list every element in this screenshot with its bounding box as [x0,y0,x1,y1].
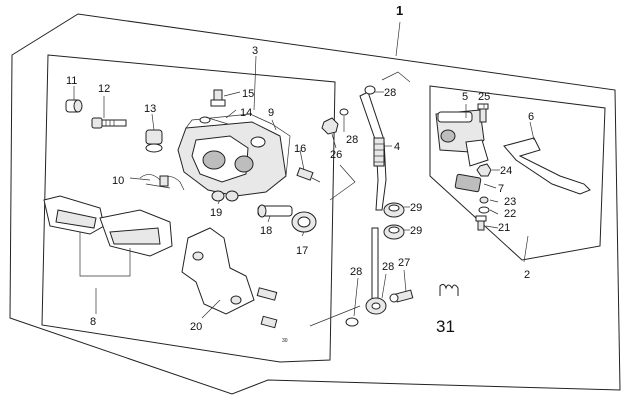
screw-21 [475,215,487,231]
caliper-bolt-16 [296,167,321,183]
brake-rod-4 [359,91,387,211]
callout-29-lower: 29 [410,225,422,237]
washer-22 [478,206,490,214]
callout-15: 15 [242,88,254,100]
assembly-1-outline [9,13,621,395]
callout-1: 1 [396,3,403,18]
master-cylinder-5 [435,109,489,167]
callout-8: 8 [90,316,96,328]
nut-24 [476,163,492,177]
callout-17: 17 [296,245,308,257]
callout-29-upper: 29 [410,202,422,214]
bleeder-cap [199,116,229,125]
callout-3: 3 [252,45,258,57]
callout-12: 12 [98,83,110,95]
spring-clip-10 [139,174,185,191]
washer-23 [479,196,489,204]
callout-6: 6 [528,111,534,123]
brake-lever-6 [503,137,591,195]
callout-10: 10 [112,175,124,187]
callout-26: 26 [330,149,342,161]
screw-25 [477,103,489,123]
switch-7 [454,173,482,193]
separator-line [381,71,411,83]
callout-23: 23 [504,196,516,208]
brake-pads-8 [43,195,173,277]
caliper-body [177,113,291,197]
washer-28-top [364,85,376,95]
callout-11: 11 [66,75,77,87]
bushing-29-upper [383,202,405,218]
caliper-bracket-20 [181,227,278,329]
separator-line [309,305,361,327]
leader-lines [73,21,535,319]
callout-28-left: 28 [350,266,362,278]
callout-30: 30 [282,338,288,344]
callout-13: 13 [144,103,156,115]
callout-9: 9 [268,107,274,119]
callout-28-top: 28 [384,87,396,99]
washer-28-left [345,317,359,327]
bolt-12 [91,117,127,129]
pin-18 [257,204,293,218]
callout-5: 5 [462,91,468,103]
bushing-29-lower [383,224,405,240]
callout-27: 27 [398,257,410,269]
bolt-27 [389,289,414,303]
caliper-group-3-outline [41,54,336,363]
callout-4: 4 [394,141,400,153]
pin-11 [65,99,83,113]
clip-31 [439,283,459,296]
boot-13 [145,129,163,153]
callout-7: 7 [498,183,504,195]
master-cylinder-group-2-outline [429,85,606,261]
callout-31: 31 [436,317,455,336]
callout-20: 20 [190,321,202,333]
callout-19: 19 [210,207,222,219]
piston-seal-19 [211,190,239,202]
callout-24: 24 [500,165,512,177]
callout-22: 22 [504,208,516,220]
callout-28-right: 28 [382,261,394,273]
callout-28-mid: 28 [346,134,358,146]
separator-line [329,164,356,201]
nut-26 [321,117,339,135]
piston-17 [291,211,317,233]
callout-14: 14 [240,107,252,119]
callout-2: 2 [524,269,530,281]
lower-link-rod [365,227,387,315]
bleeder-valve [210,89,226,107]
callout-18: 18 [260,225,272,237]
washer-28-mid [339,108,349,116]
callout-25: 25 [478,91,490,103]
callout-16: 16 [294,143,306,155]
callout-21: 21 [498,222,510,234]
